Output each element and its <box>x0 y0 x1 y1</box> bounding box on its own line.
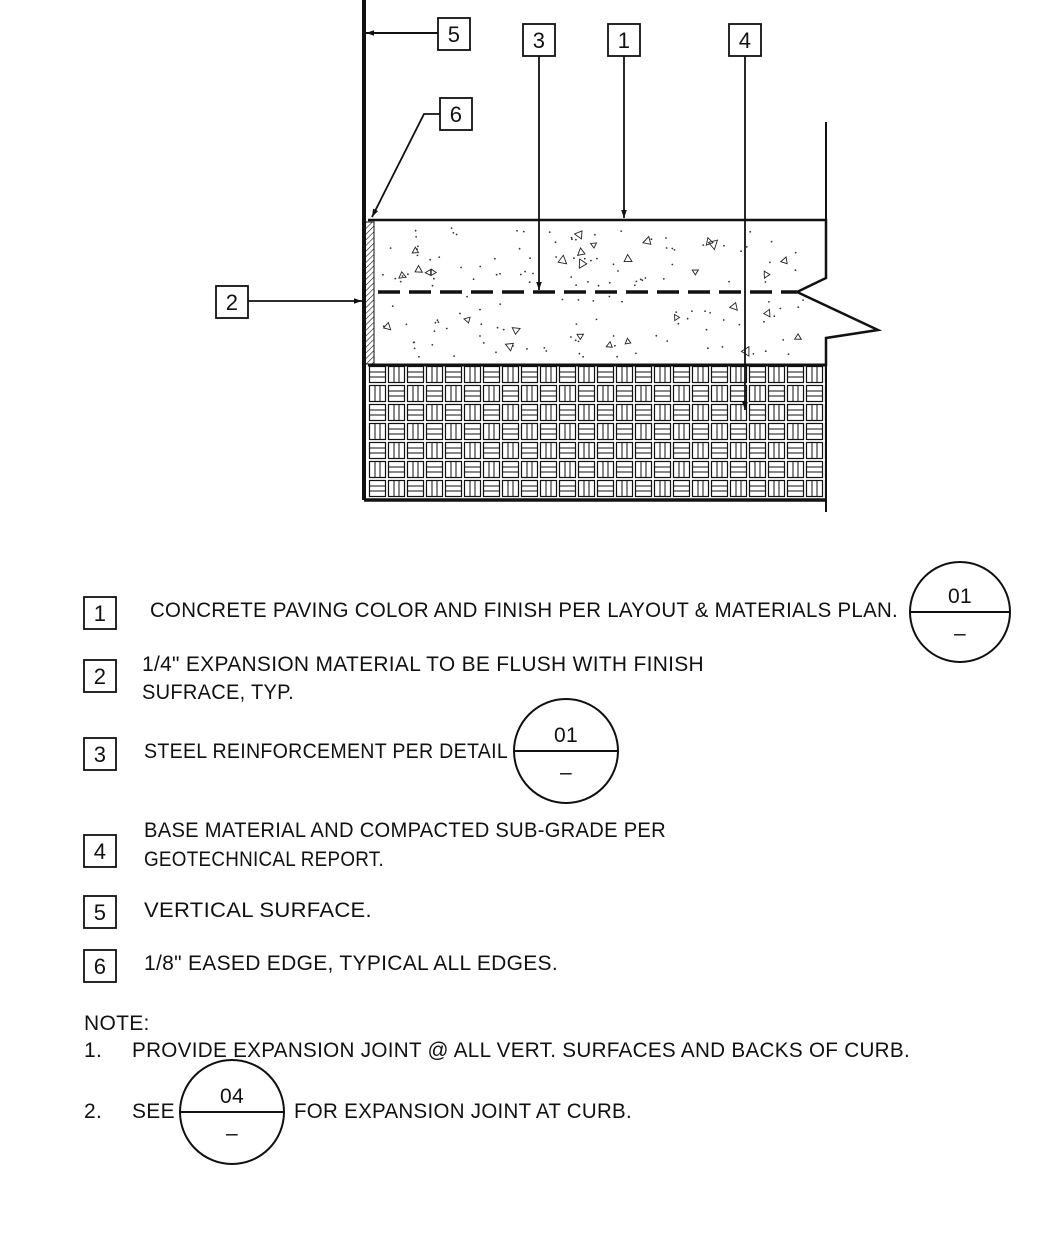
leader-6 <box>371 113 440 218</box>
callout-text-2: 2 <box>226 290 239 315</box>
note-2-text: FOR EXPANSION JOINT AT CURB. <box>294 1100 632 1123</box>
legend-text-4b: GEOTECHNICAL REPORT. <box>144 848 384 871</box>
legend-text-3: STEEL REINFORCEMENT PER DETAIL <box>144 740 508 763</box>
callout-tag-3 <box>522 23 556 57</box>
legend-tag-2 <box>83 659 117 693</box>
legend-tag-4 <box>83 834 117 868</box>
callout-tag-1 <box>607 23 641 57</box>
detail-ref-2-bottom: – <box>560 761 572 784</box>
callouts: 5 3 1 4 6 2 <box>215 17 762 410</box>
callout-text-1: 1 <box>618 28 631 53</box>
legend-tag-5 <box>83 895 117 929</box>
legend-num-3: 3 <box>94 742 107 767</box>
note-1-text: PROVIDE EXPANSION JOINT @ ALL VERT. SURF… <box>132 1039 910 1062</box>
legend: 1 CONCRETE PAVING COLOR AND FINISH PER L… <box>83 561 1011 983</box>
concrete-slab-outline <box>368 218 883 367</box>
legend-num-6: 6 <box>94 954 107 979</box>
callout-tag-2 <box>215 285 249 319</box>
expansion-material-hatch <box>364 221 375 365</box>
legend-num-1: 1 <box>94 601 107 626</box>
base-material-hatch <box>368 365 826 500</box>
legend-text-6: 1/8" EASED EDGE, TYPICAL ALL EDGES. <box>144 952 558 975</box>
callout-text-6: 6 <box>450 102 463 127</box>
detail-ref-2-top: 01 <box>554 724 578 747</box>
note-2-num: 2. <box>84 1100 102 1123</box>
detail-ref-3-top: 04 <box>220 1085 244 1108</box>
callout-tag-5 <box>437 17 471 51</box>
detail-ref-1-bottom: – <box>954 622 966 645</box>
legend-text-5: VERTICAL SURFACE. <box>144 899 372 922</box>
legend-tag-6 <box>83 949 117 983</box>
legend-num-2: 2 <box>94 664 107 689</box>
legend-text-2a: 1/4" EXPANSION MATERIAL TO BE FLUSH WITH… <box>142 653 704 676</box>
detail-ref-2: 01 – <box>513 698 619 804</box>
legend-tag-1 <box>83 596 117 630</box>
detail-ref-3: 04 – <box>179 1059 285 1165</box>
callout-text-4: 4 <box>739 28 752 53</box>
legend-text-2b: SUFRACE, TYP. <box>142 681 294 704</box>
section-drawing <box>362 0 883 512</box>
detail-ref-1-top: 01 <box>948 585 972 608</box>
note-1-num: 1. <box>84 1039 102 1062</box>
legend-num-5: 5 <box>94 900 107 925</box>
callout-text-5: 5 <box>448 22 461 47</box>
legend-text-1: CONCRETE PAVING COLOR AND FINISH PER LAY… <box>150 599 898 622</box>
callout-text-3: 3 <box>533 28 546 53</box>
notes: NOTE: 1. PROVIDE EXPANSION JOINT @ ALL V… <box>84 1012 910 1165</box>
detail-ref-1: 01 – <box>909 561 1011 663</box>
detail-ref-3-bottom: – <box>226 1122 238 1145</box>
legend-tag-3 <box>83 737 117 771</box>
legend-text-4a: BASE MATERIAL AND COMPACTED SUB-GRADE PE… <box>144 819 666 842</box>
callout-tag-6 <box>439 97 473 131</box>
note-2-see: SEE <box>132 1100 175 1123</box>
notes-heading: NOTE: <box>84 1012 150 1035</box>
legend-num-4: 4 <box>94 839 107 864</box>
